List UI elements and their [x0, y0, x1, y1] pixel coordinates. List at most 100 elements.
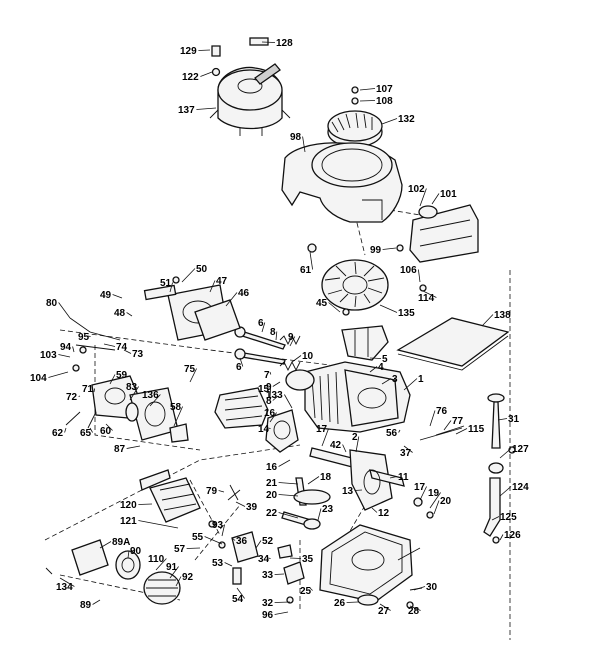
callout-c13: 13 [342, 486, 354, 497]
leader-line-c19 [429, 492, 441, 509]
callout-c57: 57 [174, 544, 186, 555]
callout-c55: 55 [192, 532, 204, 543]
callout-c120: 120 [120, 500, 137, 511]
leader-line-c126 [499, 534, 504, 541]
assembly-guide-lines [44, 209, 511, 640]
leader-line-c133 [284, 394, 293, 409]
callout-c60: 60 [100, 426, 112, 437]
callout-c17a: 17 [316, 424, 328, 435]
callout-c76: 76 [436, 406, 448, 417]
leader-line-c56 [398, 429, 401, 433]
leader-line-c17b [419, 486, 427, 501]
leader-line-c31 [497, 418, 508, 421]
callout-c18: 18 [320, 472, 332, 483]
callout-c95: 95 [78, 332, 90, 343]
leader-line-c137 [196, 107, 217, 110]
callout-c80: 80 [46, 298, 58, 309]
leader-line-c104 [48, 371, 69, 378]
leader-line-c138 [481, 314, 494, 327]
leader-line-c9a [289, 336, 296, 347]
leader-line-c20a [278, 494, 299, 497]
callout-c12: 12 [378, 508, 390, 519]
cylinder-head-plate [143, 276, 241, 341]
callout-c103: 103 [40, 350, 57, 361]
callout-c132: 132 [398, 114, 415, 125]
leader-line-c47 [209, 280, 216, 293]
callout-c36: 36 [236, 536, 248, 547]
leader-line-c76 [429, 410, 436, 427]
leader-line-c32 [274, 601, 291, 603]
leader-line-c59 [109, 374, 116, 385]
leader-line-c17a [321, 428, 329, 447]
leader-line-c4 [369, 366, 378, 373]
leader-line-c74 [103, 343, 116, 347]
leader-line-c103 [58, 354, 71, 358]
leader-line-c49 [112, 294, 123, 299]
callout-c20a: 20 [266, 490, 278, 501]
flywheel-screen [327, 86, 383, 148]
callout-c7: 7 [264, 370, 270, 381]
callout-c83: 83 [126, 382, 138, 393]
leader-line-c45 [328, 302, 341, 313]
leader-line-c14 [267, 427, 271, 429]
callout-c115: 115 [468, 424, 485, 435]
leader-line-c127 [499, 448, 512, 459]
leader-line-c5 [369, 357, 382, 359]
leader-line-c54 [236, 587, 245, 599]
rewind-starter-assembly [209, 37, 291, 136]
leader-line-c6a [261, 322, 266, 333]
leader-line-c58 [173, 406, 183, 427]
callout-c106: 106 [400, 265, 417, 276]
flywheel [307, 243, 389, 311]
callout-c22: 22 [266, 508, 278, 519]
leader-line-c65 [89, 427, 93, 433]
leader-line-c87 [126, 445, 141, 449]
callout-c87: 87 [114, 444, 126, 455]
leader-line-c8a [275, 331, 278, 341]
leader-line-c121 [138, 520, 179, 529]
leader-line-c25 [309, 587, 313, 591]
callout-c133: 133 [266, 390, 283, 401]
callout-c5: 5 [382, 354, 388, 365]
leader-line-c12 [371, 507, 378, 513]
leader-line-c125 [491, 516, 500, 521]
callout-c56: 56 [386, 428, 398, 439]
callout-c71: 71 [82, 384, 94, 395]
callout-c21: 21 [266, 478, 278, 489]
leader-line-c128 [261, 41, 276, 43]
callout-c54: 54 [232, 594, 244, 605]
leader-line-c99 [382, 247, 397, 250]
leader-line-c53 [224, 562, 233, 567]
leader-line-c28 [409, 605, 421, 611]
leader-line-c34 [267, 557, 271, 559]
callout-c90: 90 [130, 546, 142, 557]
callout-c137: 137 [178, 105, 195, 116]
callout-c11: 11 [398, 472, 409, 483]
engine-block [285, 361, 411, 433]
callout-c34: 34 [258, 554, 270, 565]
leader-line-c135 [379, 304, 398, 313]
leader-line-c101 [431, 193, 440, 205]
callout-c49: 49 [100, 290, 112, 301]
leader-line-c73 [123, 349, 132, 354]
leader-line-c2 [355, 436, 360, 453]
leader-line-c16b [278, 459, 291, 467]
leader-line-c18 [307, 476, 320, 485]
callout-c89A: 89A [112, 537, 130, 548]
leader-line-c35 [289, 557, 302, 559]
callout-c108: 108 [376, 96, 393, 107]
callout-c122: 122 [182, 72, 199, 83]
callout-c23: 23 [322, 504, 334, 515]
callout-c1: 1 [418, 374, 424, 385]
leader-line-c108 [359, 100, 376, 102]
callout-c75: 75 [184, 364, 196, 375]
callout-c101: 101 [440, 189, 457, 200]
callout-c92: 92 [182, 572, 194, 583]
air-cleaner-assembly [45, 469, 201, 605]
callout-c99: 99 [370, 245, 382, 256]
callout-c128: 128 [276, 38, 293, 49]
leader-line-c16a [269, 412, 277, 423]
callout-c124: 124 [512, 482, 529, 493]
leader-line-c129 [198, 49, 211, 51]
leader-line-c124 [499, 486, 512, 497]
